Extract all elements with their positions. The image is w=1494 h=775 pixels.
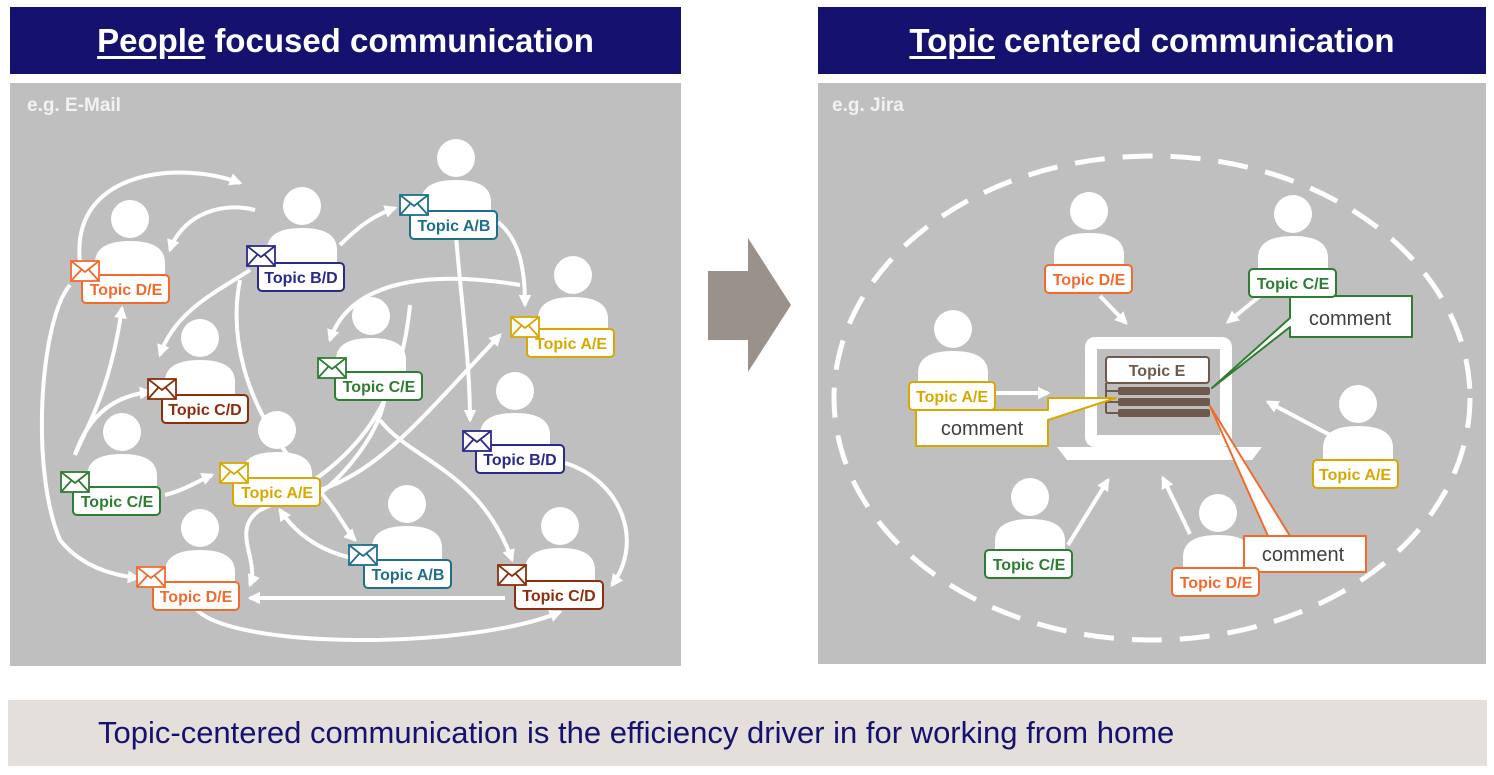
envelope-icon: [219, 462, 249, 484]
topic-tag-label: Topic D/E: [1053, 272, 1126, 289]
footer-message: Topic-centered communication is the effi…: [98, 715, 1175, 750]
envelope-icon: [70, 260, 100, 282]
comment-callout-green: comment: [1211, 295, 1413, 389]
topic-tag-a-e: Topic A/E: [219, 462, 321, 507]
topic-tag-c-e: Topic C/E: [984, 549, 1073, 579]
arrow: [77, 170, 243, 263]
topic-tag-a-e: Topic A/E: [1312, 459, 1399, 489]
topic-tag-label: Topic A/E: [1319, 467, 1391, 484]
topic-tag-label: Topic D/E: [1180, 575, 1253, 592]
topic-tag-c-d: Topic C/D: [497, 564, 604, 610]
topic-tag-d-e: Topic D/E: [1171, 567, 1260, 597]
footer-banner: Topic-centered communication is the effi…: [8, 700, 1487, 766]
topic-tag-c-e: Topic C/E: [1248, 268, 1337, 298]
right-arrows: [995, 294, 1331, 547]
center-topic-label: Topic E: [1129, 363, 1186, 380]
comment-line: [1118, 398, 1210, 406]
right-example-label: e.g. Jira: [832, 95, 904, 116]
arrow: [157, 268, 252, 358]
arrow: [73, 386, 153, 456]
arrow: [164, 473, 215, 497]
comment-text: comment: [1262, 544, 1345, 566]
topic-tag-c-d: Topic C/D: [147, 378, 249, 424]
arrow: [167, 205, 256, 253]
topic-tag-b-d: Topic B/D: [246, 245, 345, 292]
arrow: [193, 606, 563, 642]
arrow: [307, 394, 387, 502]
topic-tag-label: Topic B/D: [483, 452, 556, 469]
arrow: [234, 279, 357, 542]
topic-tag-a-b: Topic A/B: [348, 544, 452, 589]
topic-tag-label: Topic B/D: [264, 270, 337, 287]
right-header-title: centered communication: [1003, 21, 1395, 59]
envelope-icon: [317, 357, 347, 379]
arrow: [1066, 477, 1110, 547]
comment-line: [1118, 387, 1210, 395]
arrow: [1098, 294, 1128, 325]
arrow: [327, 276, 521, 343]
topic-tag-a-e: Topic A/E: [510, 316, 615, 358]
topic-tag-label: Topic D/E: [90, 282, 163, 299]
arrow: [454, 234, 477, 423]
left-header-underlined-word: People: [97, 21, 206, 59]
arrow: [338, 205, 398, 247]
topic-tag-c-e: Topic C/E: [60, 471, 161, 516]
topic-tag-b-d: Topic B/D: [462, 430, 565, 474]
arrow: [1161, 475, 1192, 535]
arrow: [564, 461, 629, 588]
arrow: [319, 333, 502, 492]
arrow: [1265, 400, 1331, 437]
topic-tag-label: Topic C/E: [81, 494, 154, 511]
topic-e-card: Topic E: [1105, 356, 1210, 417]
transition-arrow-icon: [708, 238, 791, 372]
topic-tag-label: Topic D/E: [160, 589, 233, 606]
topic-tag-label: Topic C/E: [993, 557, 1066, 574]
right-topic-tags: Topic D/E Topic C/E Topic A/E Topic A/E …: [908, 264, 1399, 597]
topic-tag-label: Topic A/E: [916, 389, 988, 406]
arrow: [39, 283, 141, 584]
envelope-icon: [399, 194, 429, 216]
topic-tag-label: Topic A/B: [418, 218, 491, 235]
topic-tag-label: Topic A/E: [535, 336, 607, 353]
left-topic-tags: Topic A/B Topic B/D Topic D/E Topic A/E …: [60, 194, 615, 611]
envelope-icon: [60, 471, 90, 493]
arrow: [378, 418, 515, 563]
topic-tag-a-e: Topic A/E: [908, 381, 996, 411]
arrow: [496, 220, 532, 308]
topic-tag-label: Topic C/E: [343, 379, 416, 396]
team-boundary-ellipse: [831, 153, 1473, 643]
topic-tag-label: Topic C/D: [522, 588, 595, 605]
envelope-icon: [136, 566, 166, 588]
right-panel-header: Topic centered communication: [818, 7, 1486, 74]
envelope-icon: [246, 245, 276, 267]
topic-tag-a-b: Topic A/B: [399, 194, 498, 240]
comment-callout-orange: comment: [1209, 405, 1367, 573]
topic-tag-c-e: Topic C/E: [317, 357, 423, 401]
arrow: [1226, 294, 1262, 324]
comment-line: [1118, 409, 1210, 417]
envelope-icon: [510, 316, 540, 338]
comment-text: comment: [1309, 308, 1392, 330]
left-panel-header: People focused communication: [10, 7, 681, 74]
topic-tag-label: Topic A/B: [372, 567, 445, 584]
topic-tag-label: Topic C/E: [1257, 276, 1330, 293]
envelope-icon: [147, 378, 177, 400]
topic-tag-label: Topic A/E: [241, 485, 313, 502]
right-header-underlined-word: Topic: [909, 21, 995, 59]
left-header-title: focused communication: [214, 21, 594, 59]
comment-text: comment: [941, 418, 1024, 440]
envelope-icon: [462, 430, 492, 452]
topic-tag-label: Topic C/D: [168, 402, 241, 419]
topic-tag-d-e: Topic D/E: [136, 566, 240, 611]
topic-tag-d-e: Topic D/E: [1044, 264, 1133, 294]
envelope-icon: [348, 544, 378, 566]
topic-tag-d-e: Topic D/E: [70, 260, 170, 304]
left-example-label: e.g. E-Mail: [27, 95, 121, 116]
envelope-icon: [497, 564, 527, 586]
